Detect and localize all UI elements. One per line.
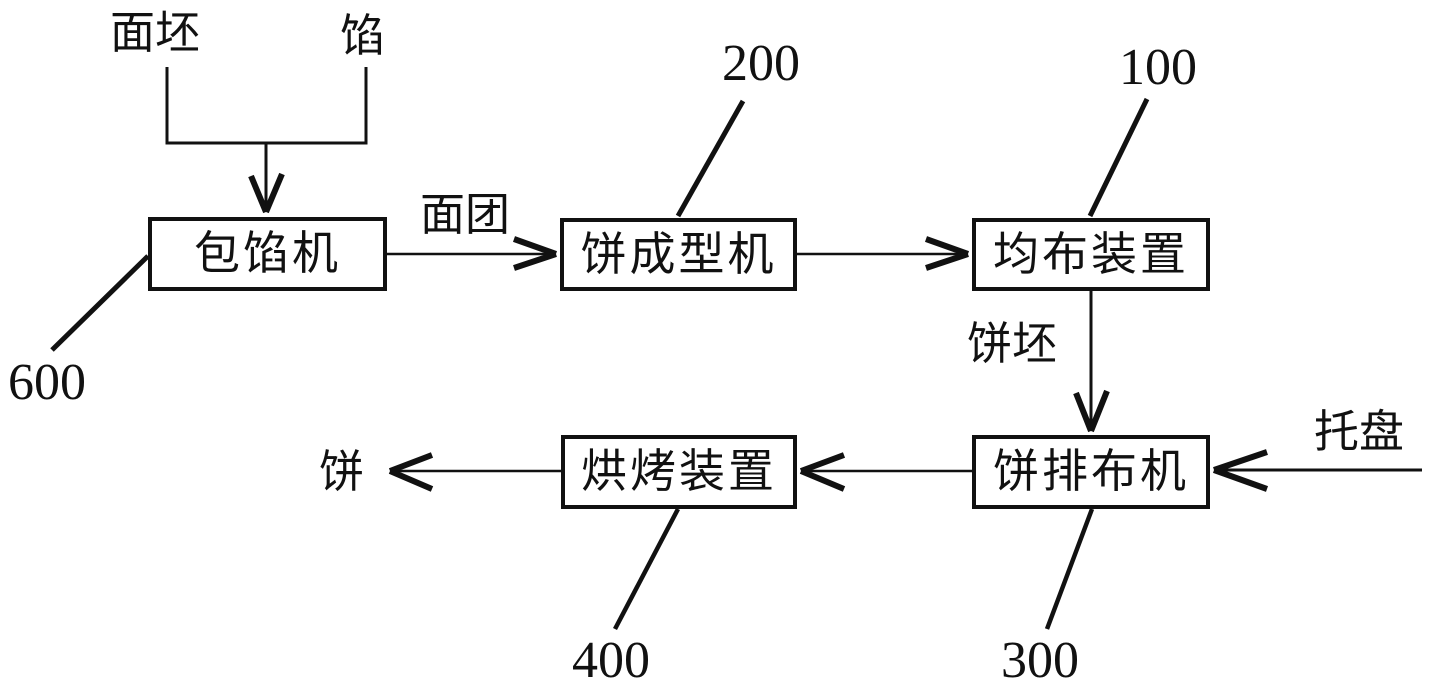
merge-connector-inputs: [165, 67, 368, 210]
node-baoxianji: 包馅机: [148, 217, 387, 291]
node-baoxianji-label: 包馅机: [194, 228, 341, 279]
ref-number-400: 400: [572, 632, 650, 688]
node-bingchengxingji: 饼成型机: [560, 218, 797, 291]
ref-number-200: 200: [722, 35, 800, 92]
label-input-tray: 托盘: [1314, 407, 1405, 457]
leader-line-100: [1087, 97, 1150, 218]
arrow-tuopan-to-bingpaibuji: [1212, 449, 1422, 492]
ref-number-300: 300: [1001, 632, 1079, 688]
arrow-bingpaibuji-to-hongkaozhuangzhi: [799, 452, 972, 492]
leader-line-200: [675, 99, 746, 218]
arrow-baoxianji-to-bingchengxingji: [387, 236, 558, 271]
arrow-bingchengxingji-to-junbuzhuangzhi: [797, 236, 970, 271]
arrow-junbuzhuangzhi-to-bingpaibuji: [1073, 291, 1110, 433]
node-bingpaibuji: 饼排布机: [972, 435, 1210, 509]
label-output-cake: 饼: [319, 447, 365, 497]
node-junbuzhuangzhi: 均布装置: [972, 218, 1210, 291]
leader-line-400: [613, 507, 680, 631]
ref-number-100: 100: [1119, 39, 1197, 96]
node-hongkaozhuangzhi-label: 烘烤装置: [581, 446, 777, 497]
leader-line-600: [50, 254, 150, 352]
label-input-dough-blank: 面坯: [110, 8, 201, 58]
node-bingchengxingji-label: 饼成型机: [580, 228, 777, 280]
leader-line-300: [1044, 508, 1095, 630]
label-flow-dough: 面团: [420, 190, 511, 240]
node-bingpaibuji-label: 饼排布机: [993, 446, 1189, 497]
label-input-filling: 馅: [340, 11, 386, 61]
node-junbuzhuangzhi-label: 均布装置: [993, 228, 1189, 280]
arrow-hongkaozhuangzhi-to-bing: [388, 452, 561, 492]
ref-number-600: 600: [8, 354, 86, 411]
arrowhead-down-into-baoxianji: [248, 172, 285, 214]
node-hongkaozhuangzhi: 烘烤装置: [561, 435, 797, 509]
label-flow-cake-blank: 饼坯: [967, 319, 1058, 369]
